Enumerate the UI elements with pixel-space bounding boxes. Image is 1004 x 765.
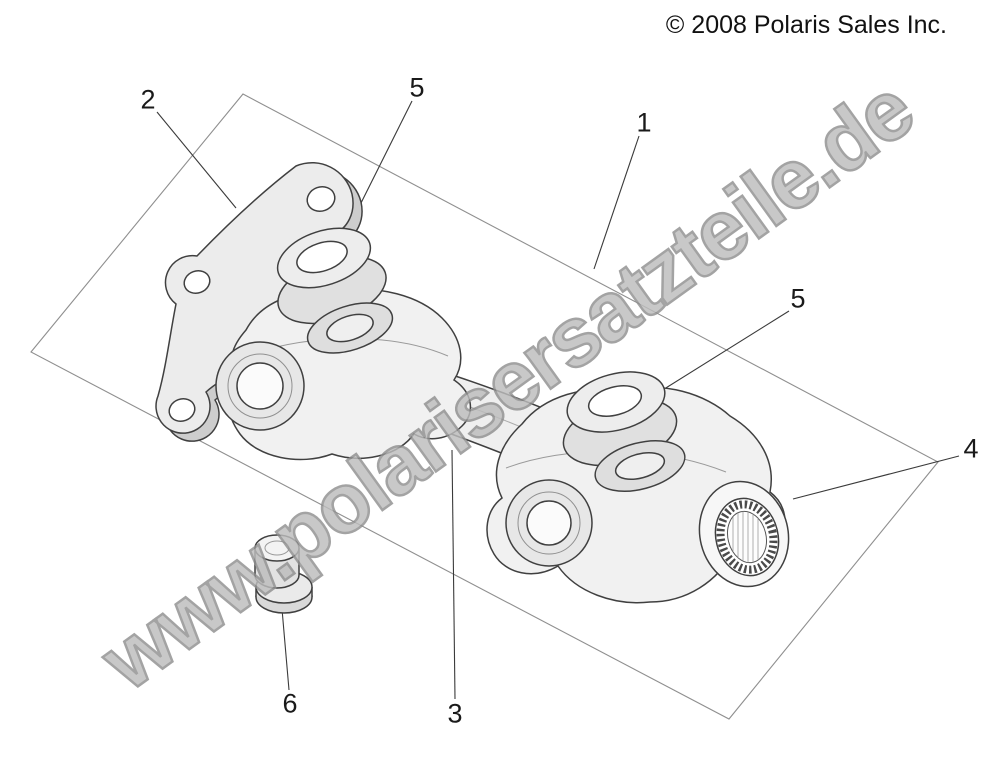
callout-6-bolt: 6	[282, 688, 298, 719]
right-bearing-cap-ring	[517, 491, 581, 555]
callout-3-shaft: 3	[447, 698, 463, 729]
assembly-drawing	[155, 161, 790, 614]
flange-bolt-hole-middle	[183, 269, 211, 295]
left-joint-socket-face	[326, 313, 374, 343]
right-joint-socket-face	[614, 451, 666, 481]
copyright-text: © 2008 Polaris Sales Inc.	[665, 11, 947, 39]
border-parallelogram	[30, 93, 939, 720]
leader-lines	[156, 100, 960, 700]
flange-bolt-hole-top	[306, 185, 336, 213]
leader-line-1	[593, 135, 640, 270]
leader-line-2	[156, 111, 237, 209]
left-bearing-cap-top-face	[296, 240, 348, 274]
leader-line-4	[792, 455, 960, 500]
callout-4-splined-yoke: 4	[963, 433, 979, 464]
spline-teeth	[716, 500, 778, 574]
splined-end	[698, 480, 790, 588]
right-bearing-cap-front-face	[526, 500, 572, 546]
flange-bolt-hole-bottom	[168, 397, 196, 423]
bolt-head-top	[254, 534, 300, 562]
callout-5-ujoint-left: 5	[409, 72, 425, 103]
callout-1-assembly: 1	[636, 107, 652, 138]
leader-line-6	[281, 608, 290, 691]
callout-5-ujoint-right: 5	[790, 283, 806, 314]
leader-line-5-right	[660, 310, 790, 392]
leader-line-3	[451, 449, 456, 700]
bolt-head-detail	[264, 540, 290, 556]
left-yoke-assembly	[215, 227, 472, 461]
bolt	[254, 534, 313, 614]
left-bearing-cap-front-face	[236, 362, 284, 410]
right-bearing-cap-top-face	[587, 385, 643, 417]
left-bearing-cap-ring	[227, 353, 293, 419]
callout-2-flange-yoke: 2	[140, 84, 156, 115]
leader-line-5-left	[351, 100, 413, 222]
